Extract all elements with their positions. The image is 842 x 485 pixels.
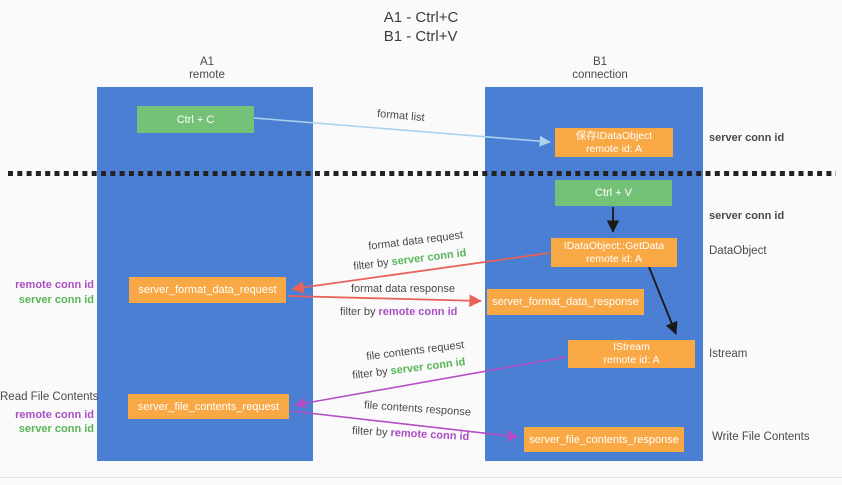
ctrl-c-label: Ctrl + C bbox=[176, 113, 215, 126]
server-format-data-request-node: server_format_data_request bbox=[129, 277, 286, 303]
server-file-contents-request-label: server_file_contents_request bbox=[137, 400, 280, 413]
diagram-title: A1 - Ctrl+C B1 - Ctrl+V bbox=[0, 8, 842, 46]
remote-conn-id-annotation-1: remote conn id bbox=[15, 279, 94, 291]
server-file-contents-response-label: server_file_contents_response bbox=[529, 433, 679, 446]
format-list-arrow bbox=[253, 117, 551, 147]
getdata-to-format-request-arrow bbox=[291, 252, 550, 294]
filter-by-remote-conn-id-label-1: filter by remote conn id bbox=[340, 306, 457, 318]
server-format-data-request-label: server_format_data_request bbox=[138, 284, 277, 296]
ctrl-v-node: Ctrl + V bbox=[555, 180, 672, 206]
column-header-a1: A1 remote bbox=[137, 56, 277, 82]
filter-prefix: filter by bbox=[340, 306, 379, 318]
conn-id-annotation-group-1: remote conn id server conn id bbox=[0, 278, 94, 307]
conn-id-annotation-group-2: Read File Contents remote conn id server… bbox=[0, 390, 99, 437]
istream-node: IStream remote id: A bbox=[568, 340, 695, 368]
istream-line1: IStream bbox=[613, 341, 650, 353]
column-b-name: B1 bbox=[592, 56, 608, 68]
server-format-data-response-label: server_format_data_response bbox=[492, 296, 639, 308]
filter-prefix: filter by bbox=[351, 424, 391, 439]
server-format-data-response-node: server_format_data_response bbox=[487, 289, 644, 315]
column-header-b1: B1 connection bbox=[530, 56, 670, 82]
remote-conn-id-annotation-2: remote conn id bbox=[15, 408, 94, 421]
server-conn-id-annotation-1: server conn id bbox=[709, 132, 785, 144]
title-line-2: B1 - Ctrl+V bbox=[383, 28, 458, 45]
save-dataobject-line2: remote id: A bbox=[585, 142, 643, 155]
istream-annotation: Istream bbox=[709, 348, 748, 360]
save-dataobject-node: 保存IDataObject remote id: A bbox=[555, 128, 673, 157]
column-b-subtitle: connection bbox=[572, 69, 628, 81]
bottom-divider bbox=[0, 477, 842, 478]
title-line-1: A1 - Ctrl+C bbox=[383, 9, 459, 26]
column-a-subtitle: remote bbox=[189, 69, 225, 81]
save-dataobject-line1: 保存IDataObject bbox=[575, 129, 653, 142]
server-conn-id-annotation-4: server conn id bbox=[18, 423, 94, 435]
istream-line2: remote id: A bbox=[603, 354, 660, 366]
server-conn-id-annotation-3: server conn id bbox=[18, 293, 94, 306]
server-conn-id-annotation-2: server conn id bbox=[709, 210, 785, 222]
remote-conn-id-text: remote conn id bbox=[378, 306, 458, 318]
format-request-to-response-arrow bbox=[287, 294, 482, 307]
istream-to-file-request-arrow bbox=[294, 356, 567, 409]
getdata-to-istream-arrow bbox=[648, 266, 678, 335]
getdata-line2: remote id: A bbox=[585, 252, 643, 265]
server-file-contents-request-node: server_file_contents_request bbox=[128, 394, 289, 419]
getdata-line1: IDataObject::GetData bbox=[563, 239, 665, 252]
ctrl-c-node: Ctrl + C bbox=[137, 106, 254, 133]
column-a-name: A1 bbox=[199, 56, 215, 68]
write-file-contents-annotation: Write File Contents bbox=[712, 431, 810, 443]
getdata-node: IDataObject::GetData remote id: A bbox=[551, 238, 677, 267]
read-file-contents-annotation: Read File Contents bbox=[0, 391, 99, 403]
server-file-contents-response-node: server_file_contents_response bbox=[524, 427, 684, 452]
format-data-response-label: format data response bbox=[351, 283, 455, 295]
dataobject-annotation: DataObject bbox=[709, 245, 767, 257]
file-request-to-response-arrow bbox=[290, 410, 519, 442]
ctrl-v-label: Ctrl + V bbox=[595, 187, 632, 199]
